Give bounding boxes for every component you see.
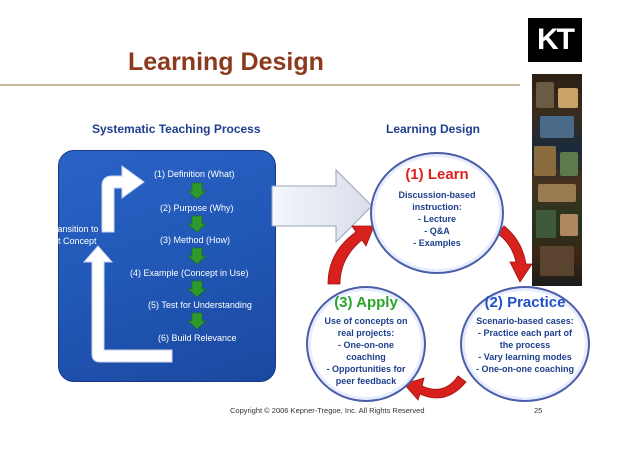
- practice-circle: (2) Practice Scenario-based cases: - Pra…: [460, 286, 590, 402]
- apply-title: (3) Apply: [334, 294, 398, 311]
- apply-line: Use of concepts on: [324, 316, 408, 326]
- step-relevance: (6) Build Relevance: [158, 333, 237, 343]
- slide-title: Learning Design: [128, 48, 324, 76]
- step-test: (5) Test for Understanding: [148, 300, 252, 310]
- big-white-arrow: [271, 168, 373, 244]
- apply-line: - Opportunities for: [326, 364, 406, 374]
- step-definition: (1) Definition (What): [154, 169, 235, 179]
- title-divider: [0, 84, 520, 86]
- learn-line: Discussion-based: [398, 190, 476, 200]
- learn-circle: (1) Learn Discussion-based instruction: …: [370, 152, 504, 274]
- step-example: (4) Example (Concept in Use): [130, 268, 249, 278]
- apply-circle: (3) Apply Use of concepts on real projec…: [306, 286, 426, 402]
- apply-line: - One-on-one: [338, 340, 394, 350]
- apply-line: coaching: [346, 352, 386, 362]
- learn-line: - Q&A: [424, 226, 450, 236]
- step-arrow-5: [186, 312, 208, 330]
- learn-line: - Examples: [413, 238, 461, 248]
- apply-line: peer feedback: [335, 376, 397, 386]
- step-transition-line2: Next Concept: [42, 236, 97, 246]
- practice-line: Scenario-based cases:: [476, 316, 574, 326]
- cycle-arrow-learn-to-practice: [497, 225, 533, 283]
- copyright-text: Copyright © 2006 Kepner-Tregoe, Inc. All…: [230, 406, 425, 415]
- apply-line: real projects:: [337, 328, 395, 338]
- systematic-teaching-heading: Systematic Teaching Process: [92, 122, 261, 136]
- step-purpose: (2) Purpose (Why): [160, 203, 234, 213]
- loop-arrow-top: [101, 165, 145, 233]
- step-arrow-4: [186, 280, 208, 298]
- cycle-arrow-apply-to-learn: [327, 225, 375, 285]
- cycle-arrow-practice-to-apply: [403, 375, 467, 401]
- step-arrow-1: [186, 182, 208, 200]
- practice-line: - Vary learning modes: [478, 352, 572, 362]
- step-arrow-3: [186, 247, 208, 265]
- learn-line: - Lecture: [417, 214, 456, 224]
- step-transition-line1: (7) Transition to: [36, 224, 99, 234]
- practice-title: (2) Practice: [484, 294, 566, 311]
- practice-line: - One-on-one coaching: [476, 364, 574, 374]
- practice-line: - Practice each part of: [477, 328, 573, 338]
- page-number: 25: [534, 406, 543, 415]
- learn-title: (1) Learn: [405, 166, 469, 183]
- learning-design-heading: Learning Design: [386, 122, 481, 136]
- practice-line: the process: [499, 340, 551, 350]
- step-arrow-2: [186, 215, 208, 233]
- loop-arrow-bottom: [82, 245, 173, 363]
- step-method: (3) Method (How): [160, 235, 231, 245]
- learn-line: instruction:: [412, 202, 462, 212]
- photo-collage: [532, 74, 582, 286]
- kt-logo: KT: [528, 18, 582, 62]
